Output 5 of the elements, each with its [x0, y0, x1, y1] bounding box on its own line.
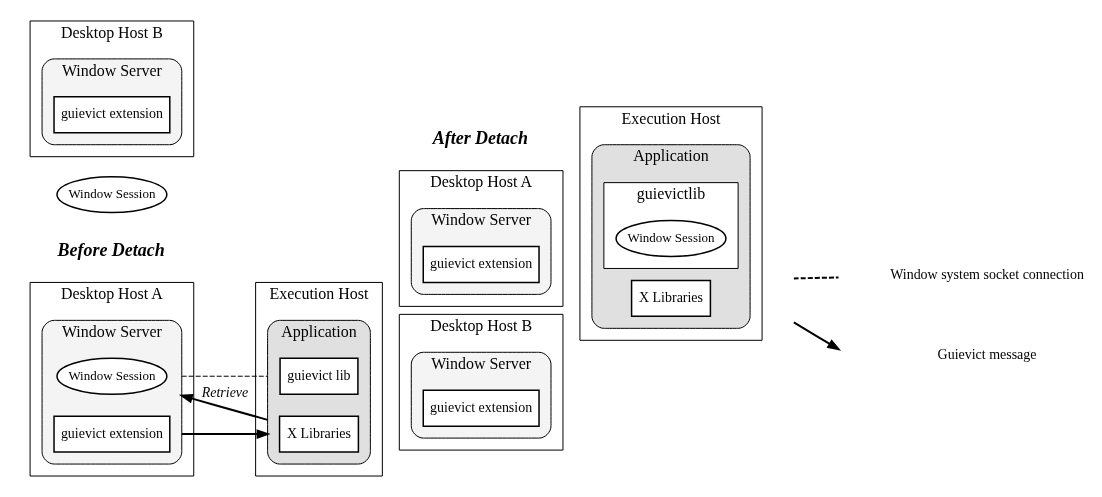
legend-label: Guievict message: [937, 346, 1037, 362]
legend-label: Window system socket connection: [890, 267, 1084, 283]
edge-label: Retrieve: [201, 385, 249, 401]
label: After Detach: [432, 128, 528, 149]
label: Before Detach: [57, 239, 165, 260]
